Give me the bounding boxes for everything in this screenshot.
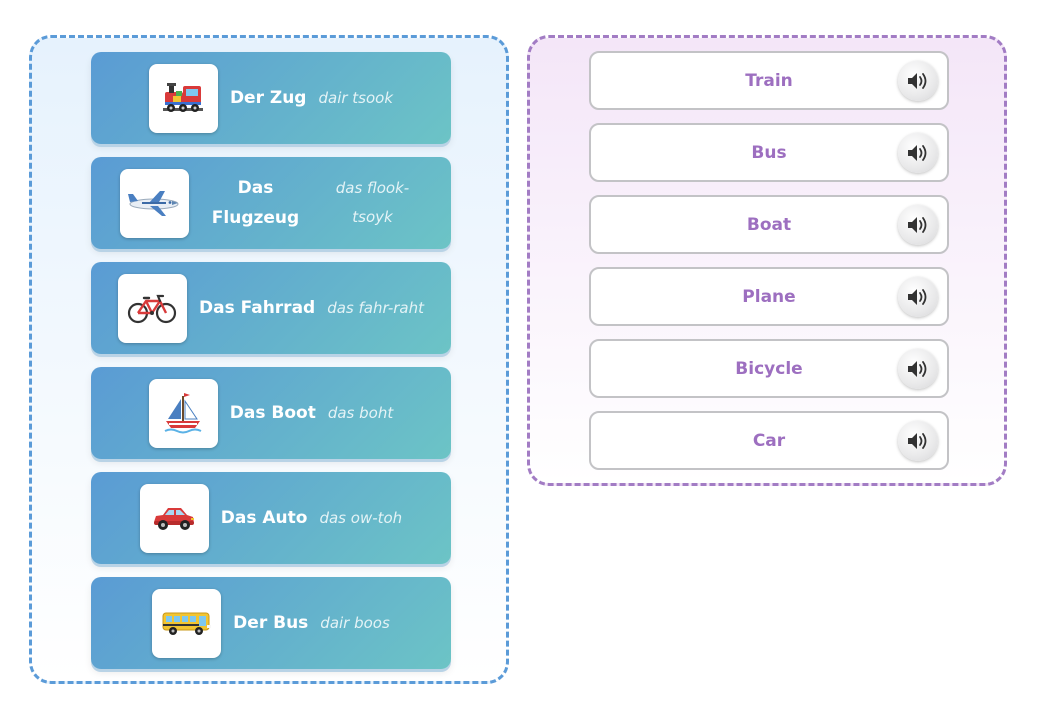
- speaker-icon[interactable]: [898, 204, 938, 245]
- answer-car[interactable]: Car: [589, 411, 949, 470]
- word-card-das-auto[interactable]: Das Auto das ow-toh: [91, 472, 451, 564]
- answer-label: Plane: [742, 286, 796, 307]
- word-label: Das Boot: [229, 403, 316, 423]
- bicycle-icon: [117, 273, 187, 343]
- word-label: Der Zug: [229, 88, 307, 108]
- train-icon: [148, 63, 218, 133]
- pronunciation-label: das flook-tsoyk: [335, 179, 410, 226]
- car-icon: [139, 483, 209, 553]
- word-card-das-fahrrad[interactable]: Das Fahrrad das fahr-raht: [91, 262, 451, 354]
- sailboat-icon: [148, 378, 218, 448]
- english-answers-panel: Train Bus Boat Plane Bicycle Car: [527, 35, 1007, 486]
- word-card-der-bus[interactable]: Der Bus dair boos: [91, 577, 451, 669]
- airplane-icon: [119, 168, 189, 238]
- speaker-icon[interactable]: [898, 60, 938, 101]
- answer-plane[interactable]: Plane: [589, 267, 949, 326]
- speaker-icon[interactable]: [898, 132, 938, 173]
- speaker-icon[interactable]: [898, 420, 938, 461]
- answer-bus[interactable]: Bus: [589, 123, 949, 182]
- word-label: Das Auto: [220, 508, 308, 528]
- pronunciation-label: das fahr-raht: [327, 299, 425, 317]
- answer-boat[interactable]: Boat: [589, 195, 949, 254]
- pronunciation-label: dair boos: [320, 614, 390, 632]
- answer-label: Bus: [751, 142, 787, 163]
- bus-icon: [152, 588, 222, 658]
- answer-train[interactable]: Train: [589, 51, 949, 110]
- word-label: Das Fahrrad: [198, 298, 316, 318]
- answer-label: Bicycle: [735, 358, 803, 379]
- word-label: Der Bus: [233, 613, 309, 633]
- answer-bicycle[interactable]: Bicycle: [589, 339, 949, 398]
- pronunciation-label: das boht: [327, 404, 394, 422]
- pronunciation-label: dair tsook: [318, 89, 394, 107]
- german-words-panel: Der Zug dair tsook Das Flugzeug das floo…: [29, 35, 509, 684]
- word-card-das-boot[interactable]: Das Boot das boht: [91, 367, 451, 459]
- word-card-das-flugzeug[interactable]: Das Flugzeug das flook-tsoyk: [91, 157, 451, 249]
- speaker-icon[interactable]: [898, 276, 938, 317]
- answer-label: Boat: [746, 214, 792, 235]
- speaker-icon[interactable]: [898, 348, 938, 389]
- pronunciation-label: das ow-toh: [319, 509, 403, 527]
- word-card-der-zug[interactable]: Der Zug dair tsook: [91, 52, 451, 144]
- answer-label: Car: [752, 430, 786, 451]
- word-label: Das Flugzeug: [211, 178, 300, 228]
- answer-label: Train: [745, 70, 793, 91]
